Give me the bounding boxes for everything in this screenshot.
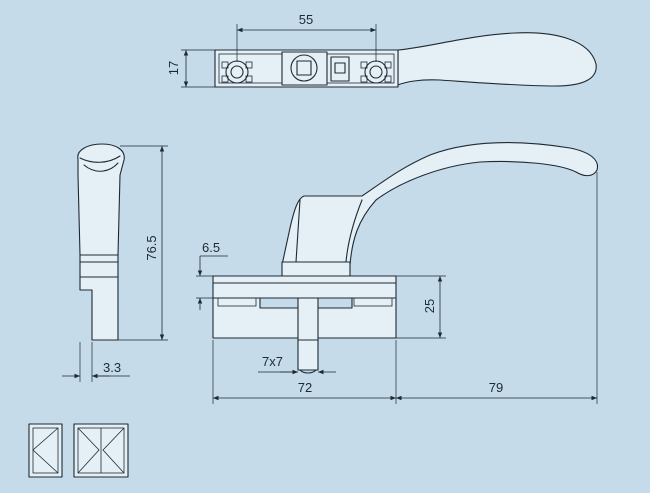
dimension-label-72: 72 [298,380,312,395]
dimension-label-55: 55 [299,12,313,27]
dimension-label-17: 17 [166,61,181,75]
front-view-lever-arm [281,142,599,266]
top-view-lock-button [330,56,350,82]
dimension-label-3-3: 3.3 [103,360,121,375]
dimension-label-25: 25 [422,299,437,313]
single-casement-window-icon [28,423,63,478]
dimension-label-76-5: 76.5 [144,235,159,260]
front-view-neck [281,261,351,277]
right-screw-hole [360,60,392,84]
side-view-base [79,254,119,278]
dimension-label-7x7: 7x7 [262,354,283,369]
front-view-spindle [297,297,319,371]
dimension-label-79: 79 [489,380,503,395]
side-view-spindle [79,276,119,341]
double-casement-window-icon [73,423,129,478]
front-view: 6.5 25 7x7 72 79 [196,142,599,404]
front-view-base-plate [212,275,397,299]
dimension-label-6-5: 6.5 [202,240,220,255]
side-view-grip [77,143,125,256]
top-view-lever-arm [397,32,597,87]
top-view-spindle-boss [281,51,328,86]
top-view: 55 17 [166,12,597,88]
side-view: 76.5 3.3 [62,143,168,382]
